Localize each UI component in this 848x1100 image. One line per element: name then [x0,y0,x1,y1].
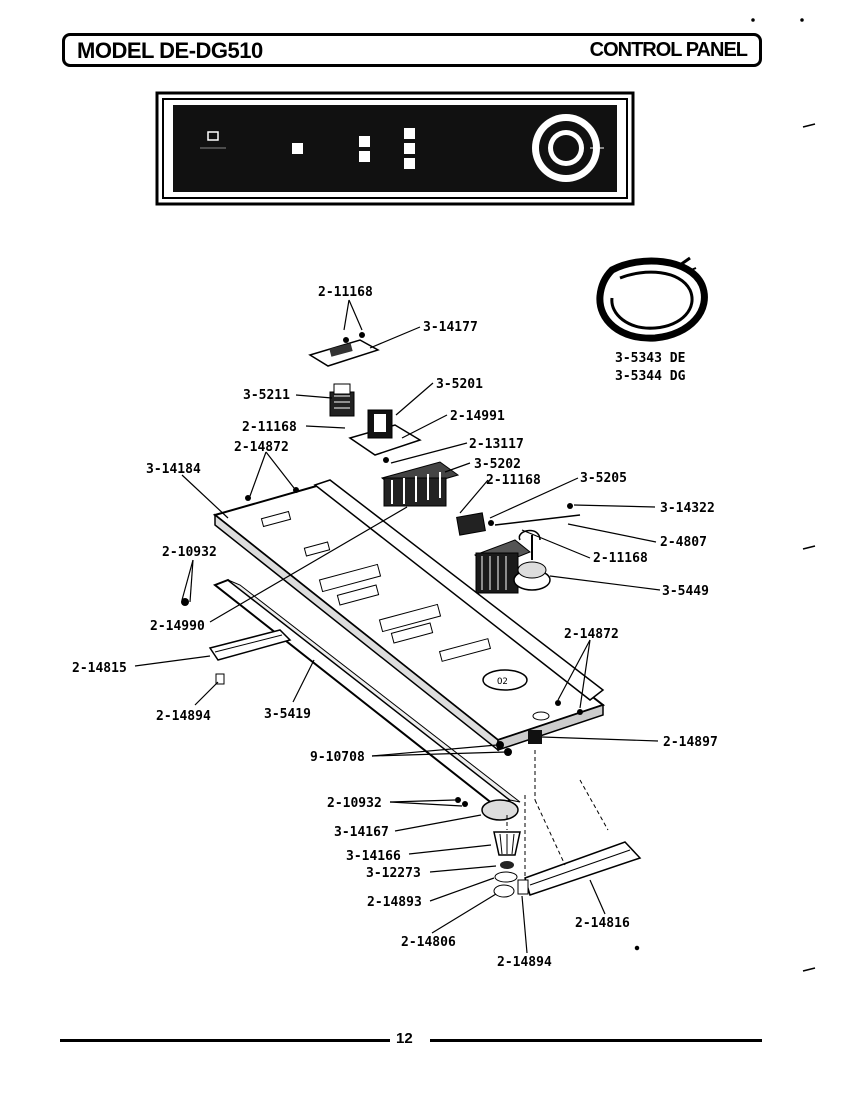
selector-button [404,143,415,154]
part-label: 2-14816 [575,916,630,931]
selector-button [404,128,415,139]
control-panel-front-view [155,91,635,206]
assembly-guides [506,750,609,880]
timer-motor [474,529,551,594]
part-label: 3-5211 [243,388,290,403]
part-label: 2-14991 [450,409,505,424]
part-label: 2-14990 [150,619,205,634]
start-switch [456,512,581,536]
part-label: 3-5343 DE [615,351,685,366]
part-label: 3-5419 [264,707,311,722]
brand-logo-icon [207,131,219,141]
part-label: 3-14177 [423,320,478,335]
part-label: 3-5202 [474,457,521,472]
selector-button [359,151,370,162]
start-button [292,143,303,154]
end-brace [208,629,292,661]
footer-rule-left [60,1039,390,1042]
footer-rule-right [430,1039,762,1042]
selector-button [404,158,415,169]
part-label: 2-14897 [663,735,718,750]
part-label: 3-5201 [436,377,483,392]
page-number: 12 [396,1030,413,1047]
rotary-switch [348,409,422,463]
part-label: 2-14872 [564,627,619,642]
part-label: 2-10932 [327,796,382,811]
part-label: 2-14894 [156,709,211,724]
part-label: 2-13117 [469,437,524,452]
part-label: 2-11168 [593,551,648,566]
part-label: 2-14872 [234,440,289,455]
part-label: 3-14166 [346,849,401,864]
part-label: 3-5449 [662,584,709,599]
part-label: 2-11168 [486,473,541,488]
part-label: 2-14815 [72,661,127,676]
knob-assembly [493,831,521,898]
selector-button [359,136,370,147]
wiring-harness [596,256,708,342]
part-label: 3-5344 DG [615,369,686,384]
push-switch [329,383,355,417]
part-label: 3-14167 [334,825,389,840]
part-label: 2-11168 [242,420,297,435]
title-bar: MODEL DE-DG510 CONTROL PANEL [62,33,762,67]
model-title: MODEL DE-DG510 [77,38,263,63]
switch-bracket [308,332,380,367]
part-label: 3-12273 [366,866,421,881]
part-label: 3-5205 [580,471,627,486]
part-label: 2-10932 [162,545,217,560]
part-label: 3-14184 [146,462,201,477]
fasteners [181,487,583,807]
console-body: O2 [212,479,606,752]
scan-marks [634,18,816,972]
section-title: CONTROL PANEL [589,39,748,61]
part-labels: 2-11168 3-14177 3-5211 3-5201 2-11168 2-… [72,285,718,970]
part-label: 2-14806 [401,935,456,950]
part-label: 2-11168 [318,285,373,300]
leader-lines [134,299,661,954]
selector-switch-block [380,461,460,507]
svg-text:O2: O2 [497,677,508,687]
control-panel [213,578,521,821]
part-label: 2-14894 [497,955,552,970]
part-label: 9-10708 [310,750,365,765]
part-label: 2-4807 [660,535,707,550]
end-cap [517,841,642,896]
part-label: 3-14322 [660,501,715,516]
part-label: 2-14893 [367,895,422,910]
